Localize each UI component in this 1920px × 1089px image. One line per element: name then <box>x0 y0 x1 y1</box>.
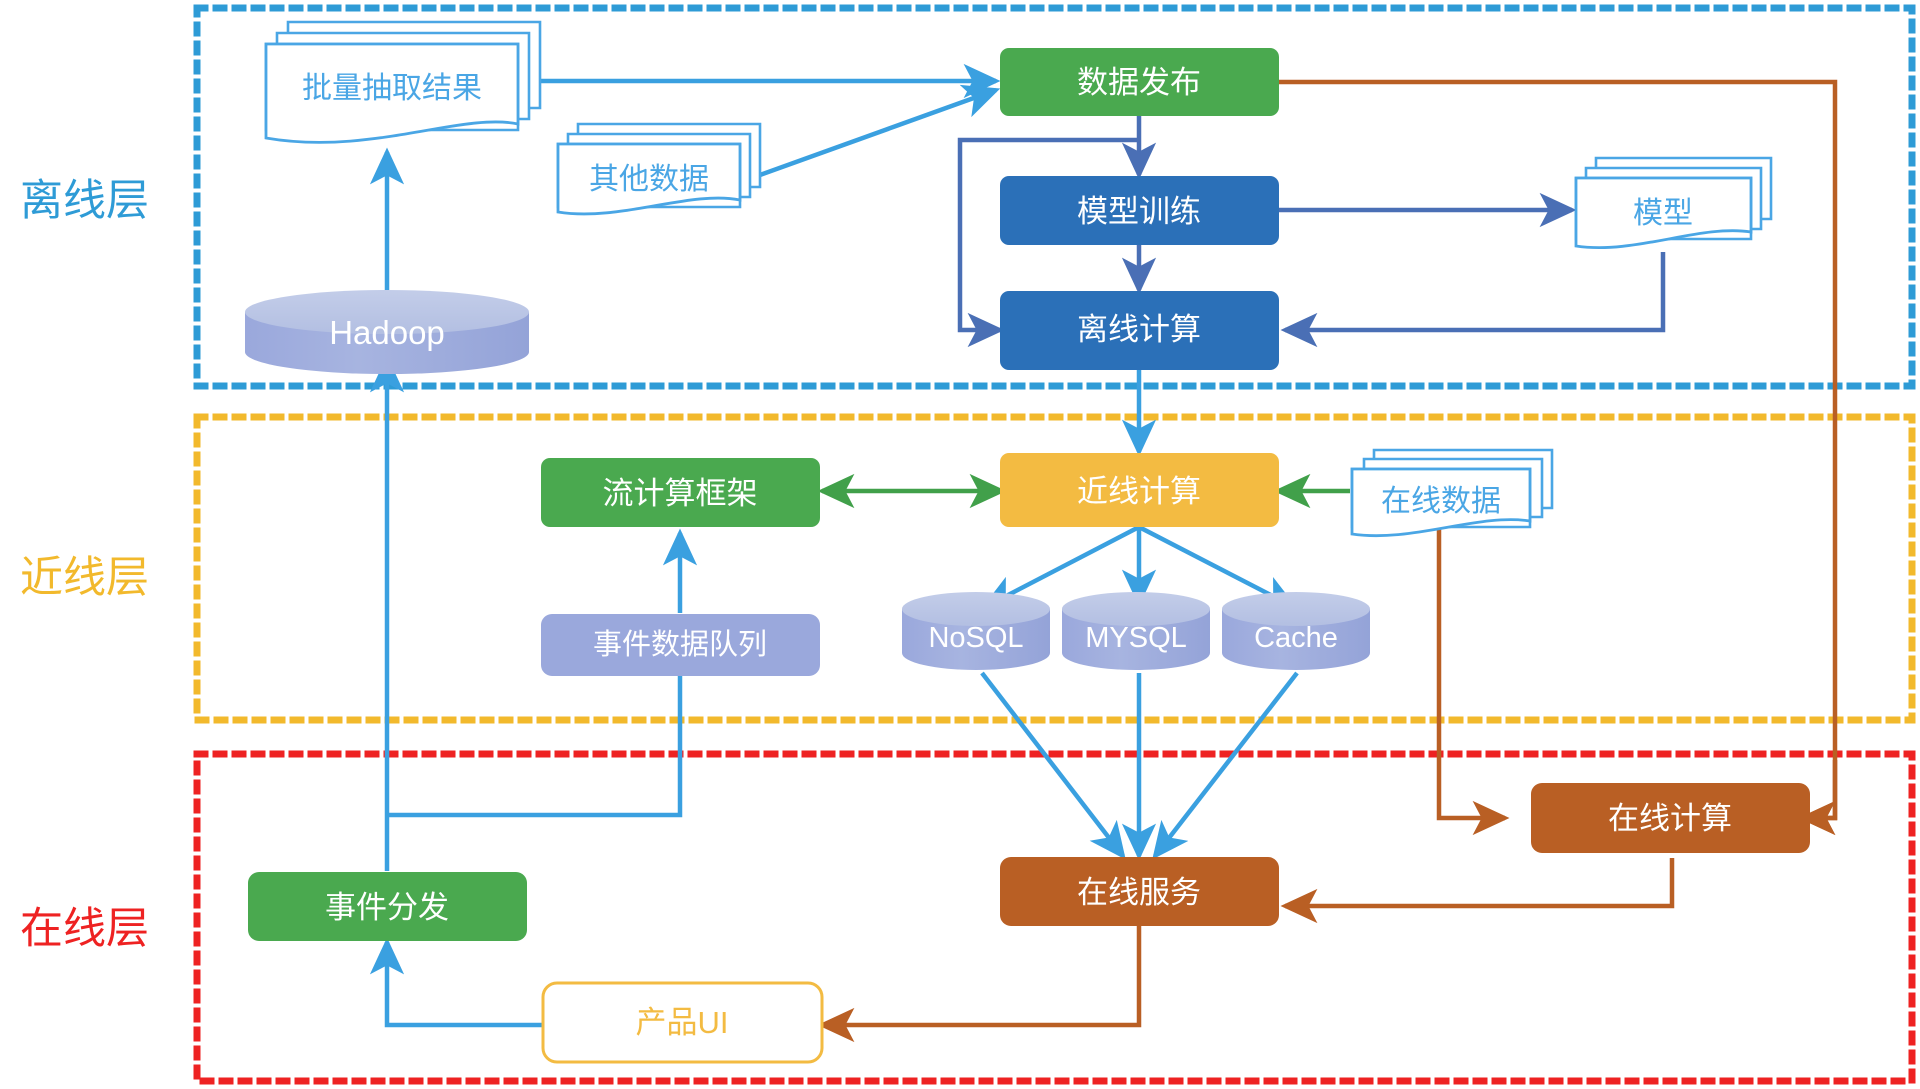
edge-nosql-to-onlineservice <box>980 671 1126 860</box>
node-online-compute[interactable]: 在线计算 <box>1531 783 1810 853</box>
node-label: 流计算框架 <box>603 476 758 511</box>
node-label: 产品UI <box>636 1005 729 1040</box>
node-label: MYSQL <box>1085 622 1187 654</box>
node-label: 数据发布 <box>1077 65 1201 100</box>
node-label: 模型 <box>1633 197 1693 230</box>
node-model[interactable]: 模型 <box>1574 156 1773 250</box>
layer-frame-nearline <box>193 413 1916 724</box>
node-event-dispatch[interactable]: 事件分发 <box>248 872 527 941</box>
node-label: 其他数据 <box>589 163 709 196</box>
edge-right-feed-to-onlinecompute <box>1798 760 1838 836</box>
edge-productui-to-eventdispatch <box>369 937 544 1028</box>
node-event-queue[interactable]: 事件数据队列 <box>541 614 820 676</box>
node-label: 在线服务 <box>1077 875 1201 910</box>
node-label: NoSQL <box>928 622 1023 654</box>
edge-otherdata-to-publish <box>759 84 1001 178</box>
edge-publish-to-offlinecompute <box>957 137 1139 348</box>
edge-model-to-offlinecompute <box>1280 252 1666 348</box>
node-label: 近线计算 <box>1077 474 1201 509</box>
edge-eventdispatch-to-eventqueue <box>387 676 683 818</box>
node-online-service[interactable]: 在线服务 <box>1000 857 1279 926</box>
node-nearline-compute[interactable]: 近线计算 <box>1000 453 1279 527</box>
node-model-training[interactable]: 模型训练 <box>1000 176 1279 245</box>
node-offline-compute[interactable]: 离线计算 <box>1000 291 1279 370</box>
node-label: 事件分发 <box>325 890 449 925</box>
node-label: 在线数据 <box>1381 485 1501 518</box>
layer-label-offline: 离线层 <box>20 177 149 225</box>
node-label: Hadoop <box>329 314 445 351</box>
node-label: 事件数据队列 <box>593 628 767 661</box>
node-hadoop[interactable]: Hadoop <box>245 290 529 374</box>
edge-onlineservice-to-productui <box>817 926 1142 1043</box>
node-stream-framework[interactable]: 流计算框架 <box>541 458 820 527</box>
node-mysql[interactable]: MYSQL <box>1062 592 1210 670</box>
layer-frame-online <box>193 750 1916 1085</box>
layer-frame-offline <box>193 4 1916 390</box>
layer-label-online: 在线层 <box>20 905 149 953</box>
node-label: Cache <box>1254 622 1338 654</box>
node-data-publish[interactable]: 数据发布 <box>1000 48 1279 116</box>
edge-nearline-to-nosql <box>981 525 1141 610</box>
node-label: 批量抽取结果 <box>302 72 482 105</box>
node-cache[interactable]: Cache <box>1222 592 1370 670</box>
node-label: 模型训练 <box>1077 194 1201 229</box>
node-label: 在线计算 <box>1608 801 1732 836</box>
edge-onlinedata-to-onlinecompute <box>1436 528 1510 836</box>
node-label: 离线计算 <box>1077 312 1201 347</box>
layer-label-nearline: 近线层 <box>20 554 149 602</box>
node-nosql[interactable]: NoSQL <box>902 592 1050 670</box>
edge-onlinecompute-to-onlineservice <box>1280 858 1675 924</box>
node-batch-extract-result[interactable]: 批量抽取结果 <box>264 20 542 144</box>
edge-cache-to-onlineservice <box>1152 671 1299 860</box>
node-product-ui[interactable]: 产品UI <box>541 981 824 1064</box>
node-online-data[interactable]: 在线数据 <box>1350 448 1554 538</box>
node-other-data[interactable]: 其他数据 <box>556 122 762 216</box>
